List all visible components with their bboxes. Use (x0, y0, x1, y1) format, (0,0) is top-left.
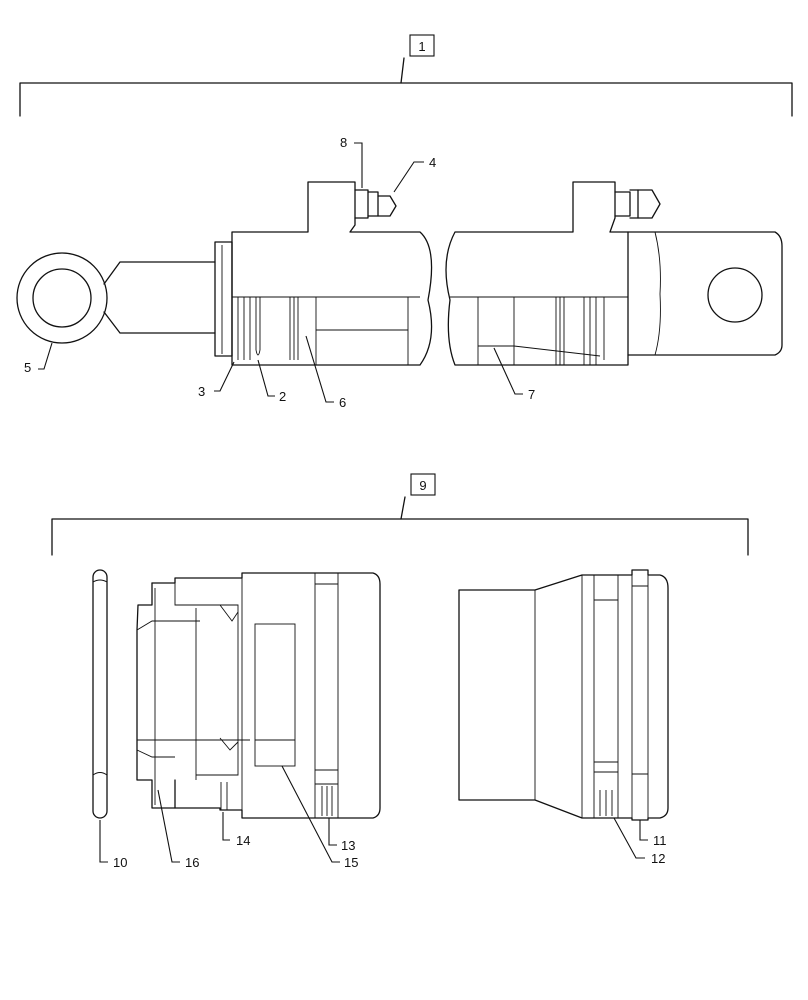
gland-part (136, 572, 381, 819)
cylinder-assembly (16, 181, 783, 366)
callout-10: 10 (113, 855, 127, 870)
rod-eye (16, 252, 108, 344)
assembly-1-label: 1 (418, 39, 425, 54)
callout-2: 2 (279, 389, 286, 404)
callout-4: 4 (429, 155, 436, 170)
callout-11: 11 (653, 833, 667, 848)
callout-7: 7 (528, 387, 535, 402)
piston-part (458, 569, 669, 821)
callout-12: 12 (651, 851, 665, 866)
assembly-9-bracket: 9 (51, 473, 749, 556)
assembly-1-bracket: 1 (19, 34, 793, 117)
callout-6: 6 (339, 395, 346, 410)
assembly-9-label: 9 (419, 478, 426, 493)
callout-16: 16 (185, 855, 199, 870)
callouts-assembly-9: 10 16 14 15 13 11 12 (99, 765, 667, 870)
callout-8: 8 (340, 135, 347, 150)
o-ring-part (92, 569, 108, 819)
callout-14: 14 (236, 833, 250, 848)
callout-3: 3 (198, 384, 205, 399)
callout-15: 15 (344, 855, 358, 870)
callout-5: 5 (24, 360, 31, 375)
callout-13: 13 (341, 838, 355, 853)
callouts-assembly-1: 8 4 5 3 2 6 7 (24, 135, 535, 410)
clevis-pin-hole (707, 267, 763, 323)
